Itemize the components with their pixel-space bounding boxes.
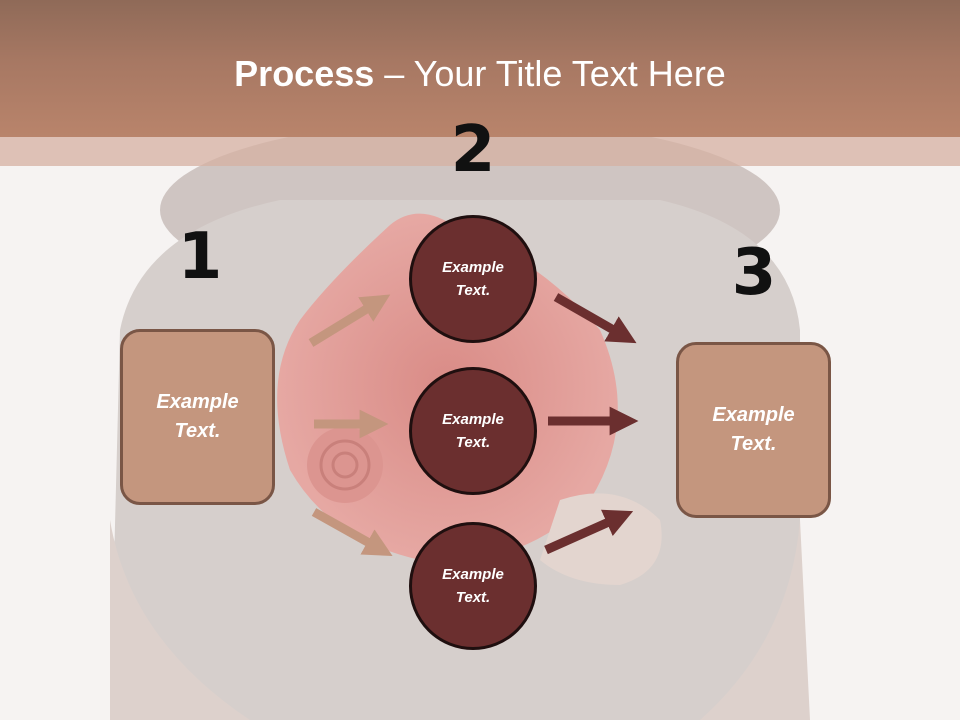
- title-strip: [0, 137, 960, 166]
- right-box: Example Text.: [676, 342, 831, 518]
- step-number-2: 2: [450, 113, 496, 187]
- slide-title: Process – Your Title Text Here: [0, 52, 960, 96]
- circle-middle: Example Text.: [409, 367, 537, 495]
- title-bold: Process: [234, 53, 375, 94]
- step-number-3: 3: [731, 236, 777, 310]
- title-band: [0, 0, 960, 137]
- title-rest: – Your Title Text Here: [374, 53, 726, 94]
- left-box: Example Text.: [120, 329, 275, 505]
- arrow-top-to-right: [553, 293, 637, 344]
- arrow-bottom-to-right: [544, 509, 634, 555]
- circle-bottom: Example Text.: [409, 522, 537, 650]
- circle-top: Example Text.: [409, 215, 537, 343]
- arrow-left-to-top: [308, 294, 391, 347]
- arrow-left-to-bottom: [311, 508, 393, 557]
- step-number-1: 1: [177, 220, 223, 294]
